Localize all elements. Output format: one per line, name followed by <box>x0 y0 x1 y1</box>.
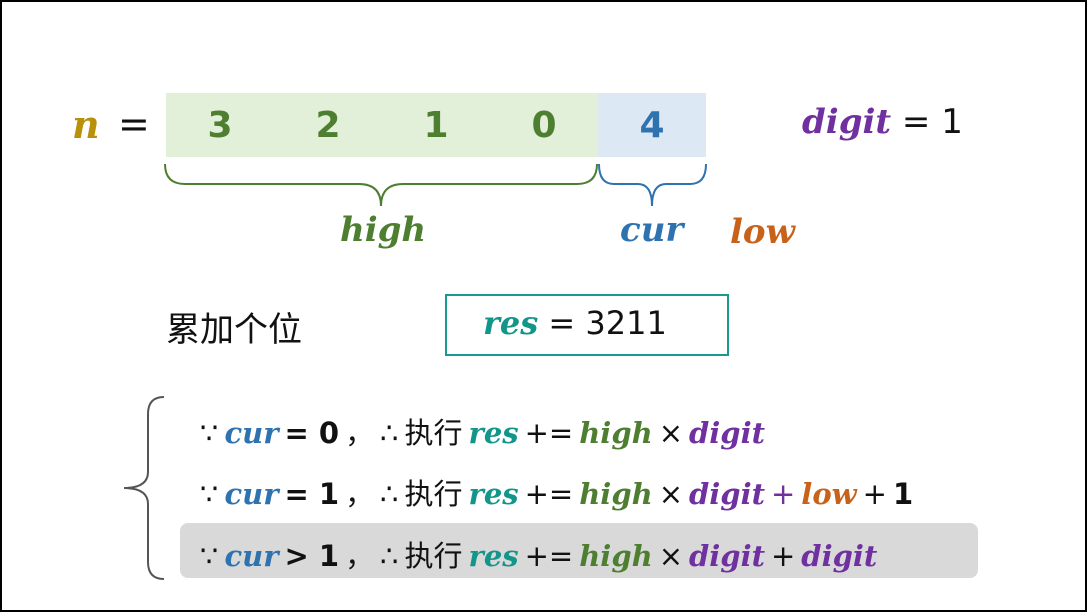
high-digit-cell: 1 <box>382 93 490 157</box>
rule-cur-gt-1: ∵ cur > 1 ， ∴ 执行 res += high × digit + d… <box>200 533 883 575</box>
rule-res: res <box>468 539 519 573</box>
res-label: res <box>483 304 539 342</box>
rule-plus: + <box>770 477 796 511</box>
res-box: res = 3211 <box>445 294 729 356</box>
rule-relation: > 1 <box>284 539 340 573</box>
rule-plus-eq: += <box>524 539 574 573</box>
because-symbol: ∵ <box>200 477 219 511</box>
rule-digit-tail: digit <box>801 539 878 573</box>
low-label: low <box>730 212 795 252</box>
res-value: = 3211 <box>548 304 667 342</box>
rule-low: low <box>801 477 857 511</box>
rules-brace <box>123 396 165 580</box>
rule-cur-eq-0: ∵ cur = 0 ， ∴ 执行 res += high × digit <box>200 410 771 452</box>
rule-relation: = 1 <box>284 477 340 511</box>
high-digit-cell: 2 <box>274 93 382 157</box>
rule-comma: ， <box>345 539 375 573</box>
rule-high: high <box>579 539 653 573</box>
high-brace <box>164 163 598 207</box>
cur-digit-cell: 4 <box>598 93 706 157</box>
rule-digit: digit <box>689 477 765 511</box>
rule-exec: 执行 <box>404 416 463 450</box>
rule-exec: 执行 <box>404 477 463 511</box>
rule-plus-eq: += <box>524 416 574 450</box>
rule-digit: digit <box>689 539 765 573</box>
rule-high: high <box>579 416 653 450</box>
rule-cur: cur <box>224 539 279 573</box>
digit-equation: digit = 1 <box>802 102 963 142</box>
rule-times: × <box>658 539 683 573</box>
rule-comma: ， <box>345 416 375 450</box>
rule-comma: ， <box>345 477 375 511</box>
rule-cur: cur <box>224 477 279 511</box>
rule-relation: = 0 <box>284 416 340 450</box>
n-label: n <box>72 102 100 147</box>
cur-brace <box>598 163 707 207</box>
rule-high: high <box>579 477 653 511</box>
rule-plus-eq: += <box>524 477 574 511</box>
n-equals: = <box>118 102 150 146</box>
therefore-symbol: ∴ <box>380 539 399 573</box>
digit-label: digit <box>802 102 892 142</box>
res-equation: res = 3211 <box>483 304 667 342</box>
digit-cells: 3 2 1 0 4 <box>166 93 706 157</box>
because-symbol: ∵ <box>200 539 219 573</box>
rule-exec: 执行 <box>404 539 463 573</box>
rule-times: × <box>658 477 683 511</box>
accumulate-text: 累加个位 <box>166 310 302 350</box>
rule-cur-eq-1: ∵ cur = 1 ， ∴ 执行 res += high × digit + l… <box>200 471 919 513</box>
high-digit-cell: 3 <box>166 93 274 157</box>
rule-highlight <box>180 523 978 578</box>
high-label: high <box>340 210 427 250</box>
rule-res: res <box>468 416 519 450</box>
cur-label: cur <box>620 210 684 250</box>
rule-res: res <box>468 477 519 511</box>
rule-digit: digit <box>689 416 765 450</box>
rule-times: × <box>658 416 683 450</box>
rule-cur: cur <box>224 416 279 450</box>
therefore-symbol: ∴ <box>380 477 399 511</box>
rule-plus: + <box>862 477 887 511</box>
digit-value: = 1 <box>901 102 963 142</box>
therefore-symbol: ∴ <box>380 416 399 450</box>
because-symbol: ∵ <box>200 416 219 450</box>
high-digit-cell: 0 <box>490 93 598 157</box>
rule-one: 1 <box>892 477 914 511</box>
rule-plus: + <box>770 539 796 573</box>
